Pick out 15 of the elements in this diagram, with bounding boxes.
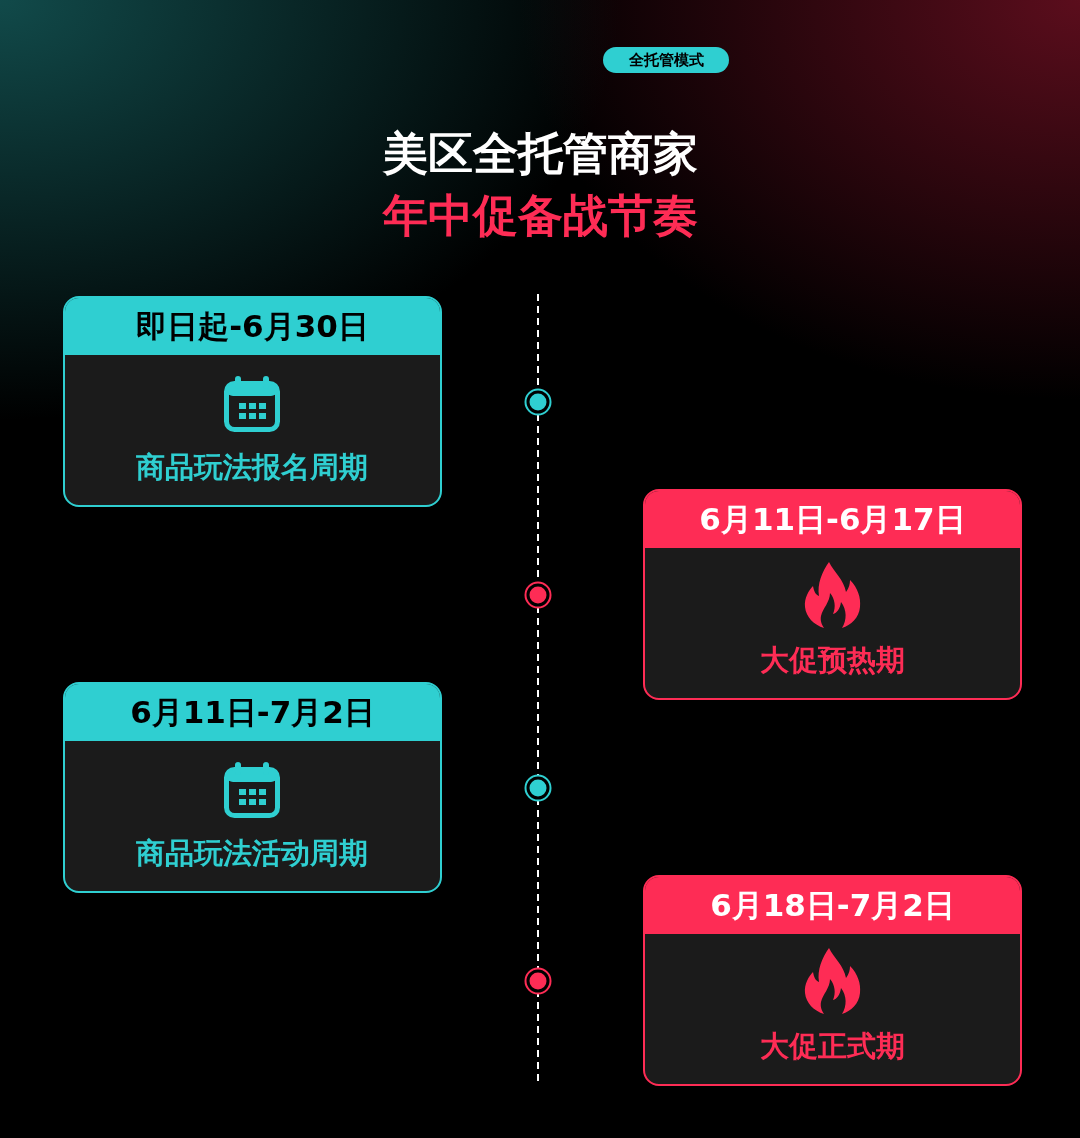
period-label: 商品玩法活动周期 [136,836,368,870]
period-label: 商品玩法报名周期 [136,450,368,484]
date-header: 6月18日-7月2日 [645,877,1020,934]
date-header: 即日起-6月30日 [65,298,440,355]
date-header: 6月11日-7月2日 [65,684,440,741]
subtitle: 年中促备战节奏 [382,191,698,241]
date-header: 6月11日-6月17日 [645,491,1020,548]
period-label: 大促预热期 [759,643,905,677]
title: 美区全托管商家 [382,129,698,179]
timeline-card [643,489,1022,700]
period-label: 大促正式期 [759,1029,905,1063]
timeline-card [63,296,442,507]
timeline-card [643,875,1022,1086]
timeline-card [63,682,442,893]
badge: 全托管模式 [603,47,729,73]
